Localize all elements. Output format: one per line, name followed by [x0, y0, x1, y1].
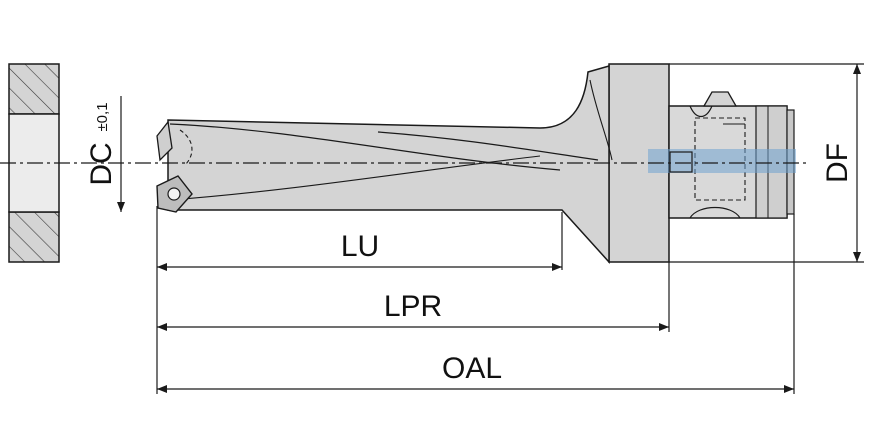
insert-bottom [156, 175, 193, 213]
workpiece-upper-wall [8, 63, 60, 115]
oal-label: OAL [442, 352, 502, 385]
insert-top [156, 120, 173, 162]
workpiece-lower-wall [8, 211, 60, 263]
extension-lines [156, 63, 864, 394]
df-label: DF [821, 143, 854, 183]
dc-label: DC [85, 142, 118, 185]
coolant-channel-highlight [648, 149, 796, 173]
dc-tolerance-label: ±0,1 [94, 102, 111, 131]
drill-shank [648, 91, 796, 219]
lu-label: LU [341, 230, 379, 263]
lpr-label: LPR [384, 290, 442, 323]
drill-body [167, 65, 613, 264]
